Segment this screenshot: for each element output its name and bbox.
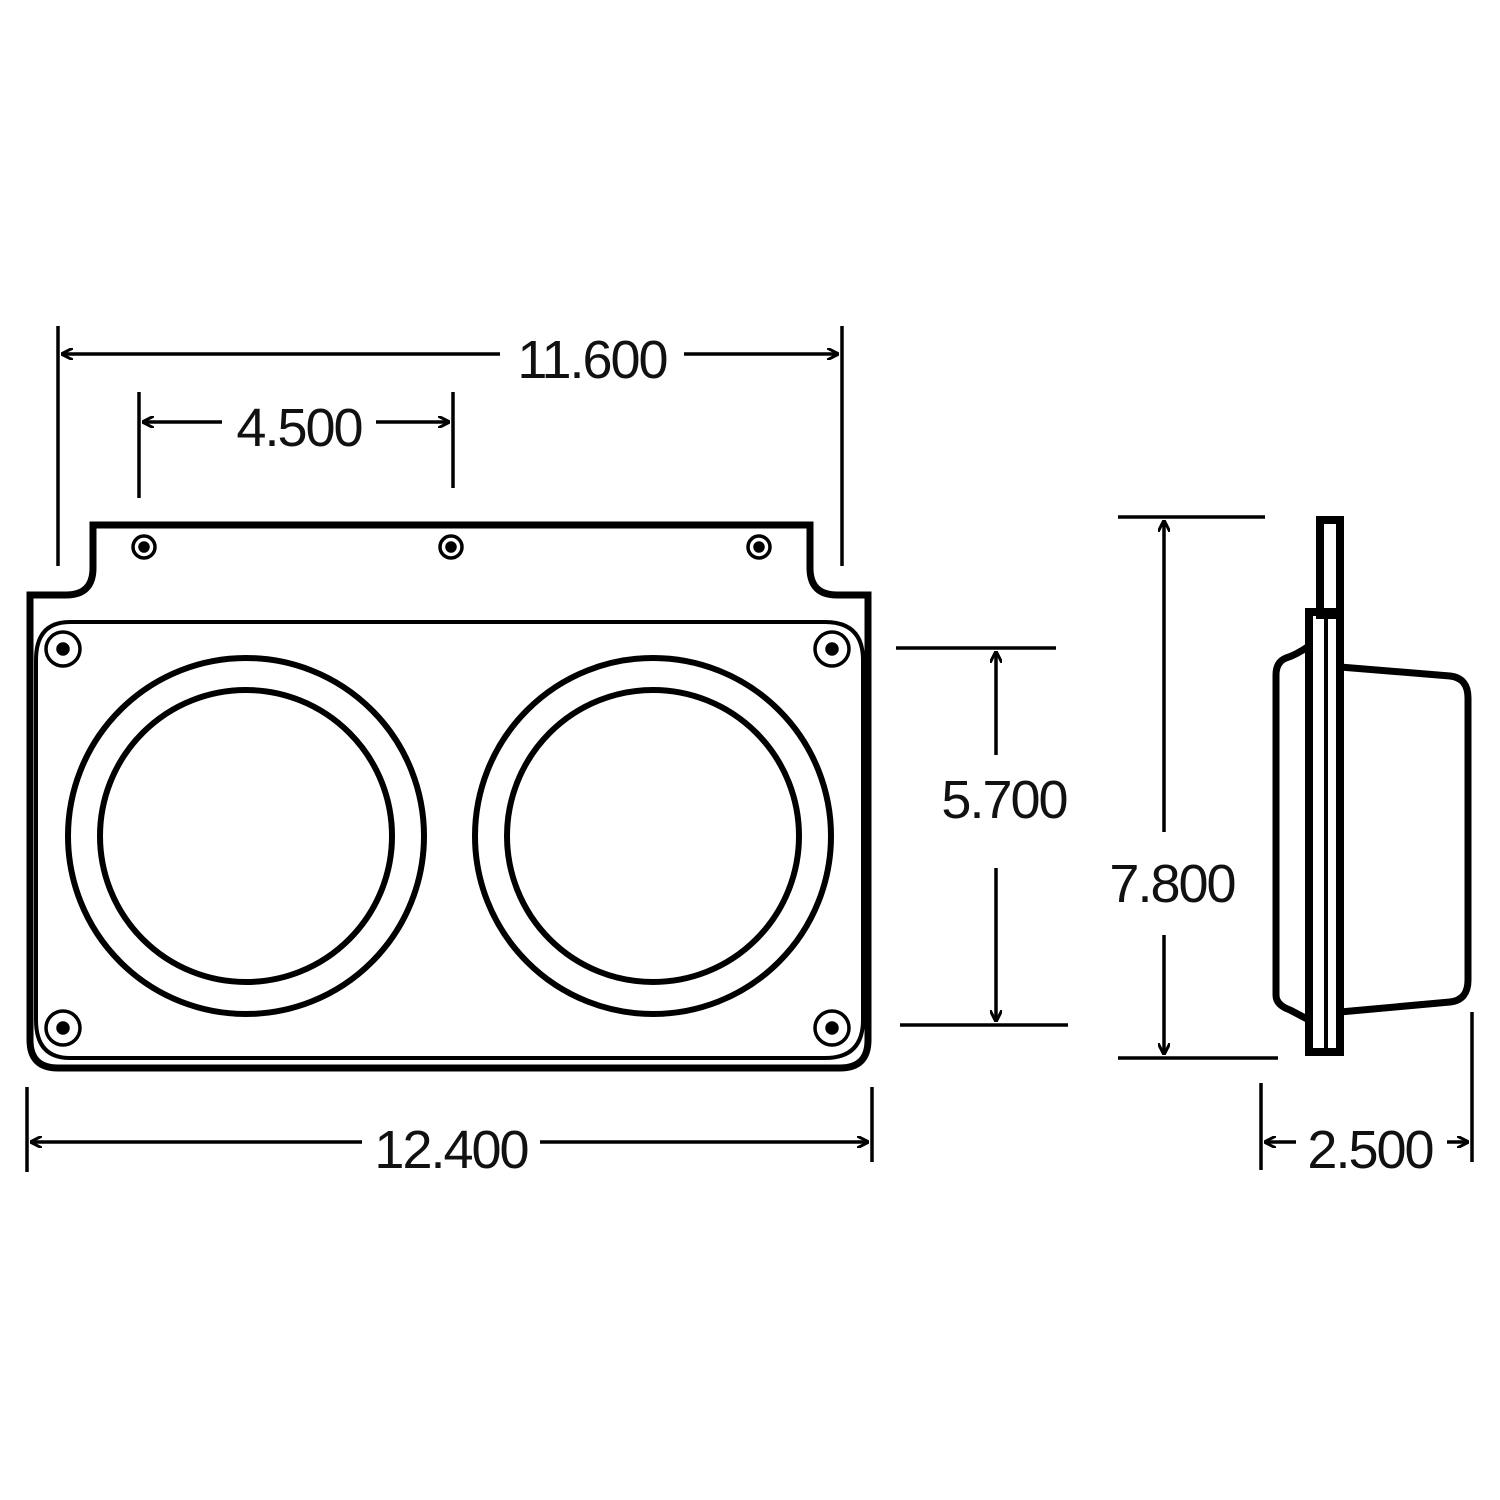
dim-overall-width: 12.400 <box>374 1120 527 1180</box>
top-mounting-holes <box>131 534 772 560</box>
left-lamp-opening <box>65 655 427 1017</box>
side-housing-body <box>1339 663 1472 1016</box>
dim-overall-height: 7.800 <box>1109 854 1234 914</box>
dimension-labels: 11.600 4.500 12.400 5.700 7.800 2.500 <box>236 330 1434 1180</box>
side-view <box>1272 516 1472 1056</box>
outer-flange-outline <box>26 521 872 1072</box>
inner-plate-outline <box>34 620 865 1060</box>
front-view <box>26 521 872 1072</box>
dim-overall-top-width: 11.600 <box>517 330 666 390</box>
corner-screws <box>44 630 851 1047</box>
dim-lens-height: 5.700 <box>941 770 1066 830</box>
side-lens-bezel <box>1272 643 1311 1024</box>
dim-hole-spacing: 4.500 <box>236 398 361 458</box>
dimension-lines <box>25 326 1474 1172</box>
dim-depth: 2.500 <box>1307 1120 1432 1180</box>
side-flange-top <box>1316 516 1344 619</box>
right-lamp-opening <box>472 655 834 1017</box>
